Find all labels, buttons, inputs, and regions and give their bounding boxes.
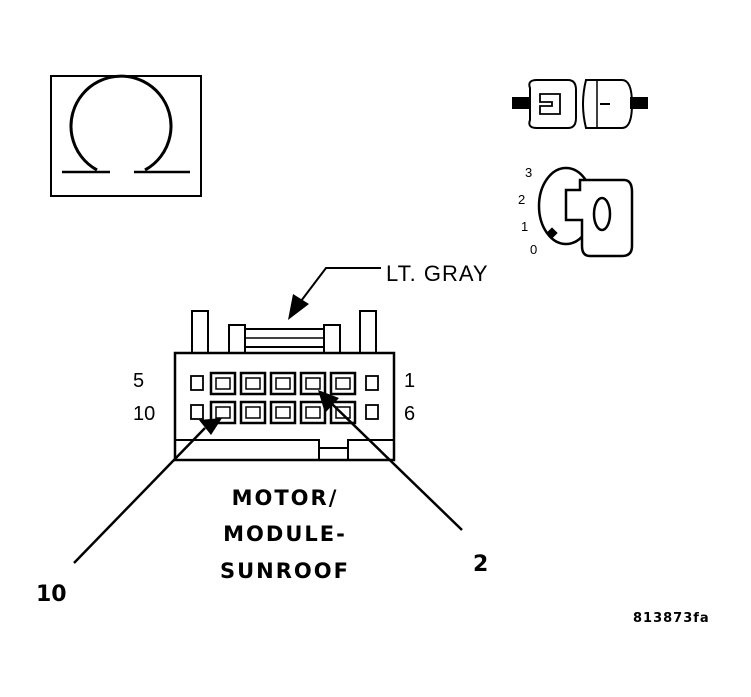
- ignition-position-2: 2: [518, 192, 525, 207]
- pin-label-5: 5: [133, 370, 144, 392]
- ignition-position-0: 0: [530, 242, 537, 257]
- callout-label-2: 2: [473, 552, 488, 577]
- pin-label-1: 1: [404, 370, 415, 392]
- figure-id: 813873fa: [633, 611, 710, 626]
- color-label-leader: [288, 267, 381, 320]
- disconnected-connector-icon: [512, 79, 648, 129]
- ignition-key-off-icon: 3 2 1 0: [518, 165, 634, 258]
- component-name-line3: SUNROOF: [220, 559, 350, 583]
- component-name-line1: MOTOR/: [232, 486, 339, 510]
- pin-label-10: 10: [133, 403, 155, 425]
- ignition-position-3: 3: [525, 165, 532, 180]
- callout-arrow-2: [318, 390, 463, 531]
- component-name-line2: MODULE-: [223, 522, 347, 546]
- connector-color-label: LT. GRAY: [386, 261, 489, 286]
- ohmmeter-omega-icon: [50, 74, 202, 197]
- cavity-row-bottom: [190, 400, 379, 425]
- pin-label-6: 6: [404, 403, 415, 425]
- connector-body: [173, 310, 396, 462]
- ignition-position-1: 1: [521, 219, 528, 234]
- cavity-row-top: [190, 371, 379, 396]
- callout-arrow-10: [73, 418, 222, 564]
- callout-label-10: 10: [36, 582, 67, 607]
